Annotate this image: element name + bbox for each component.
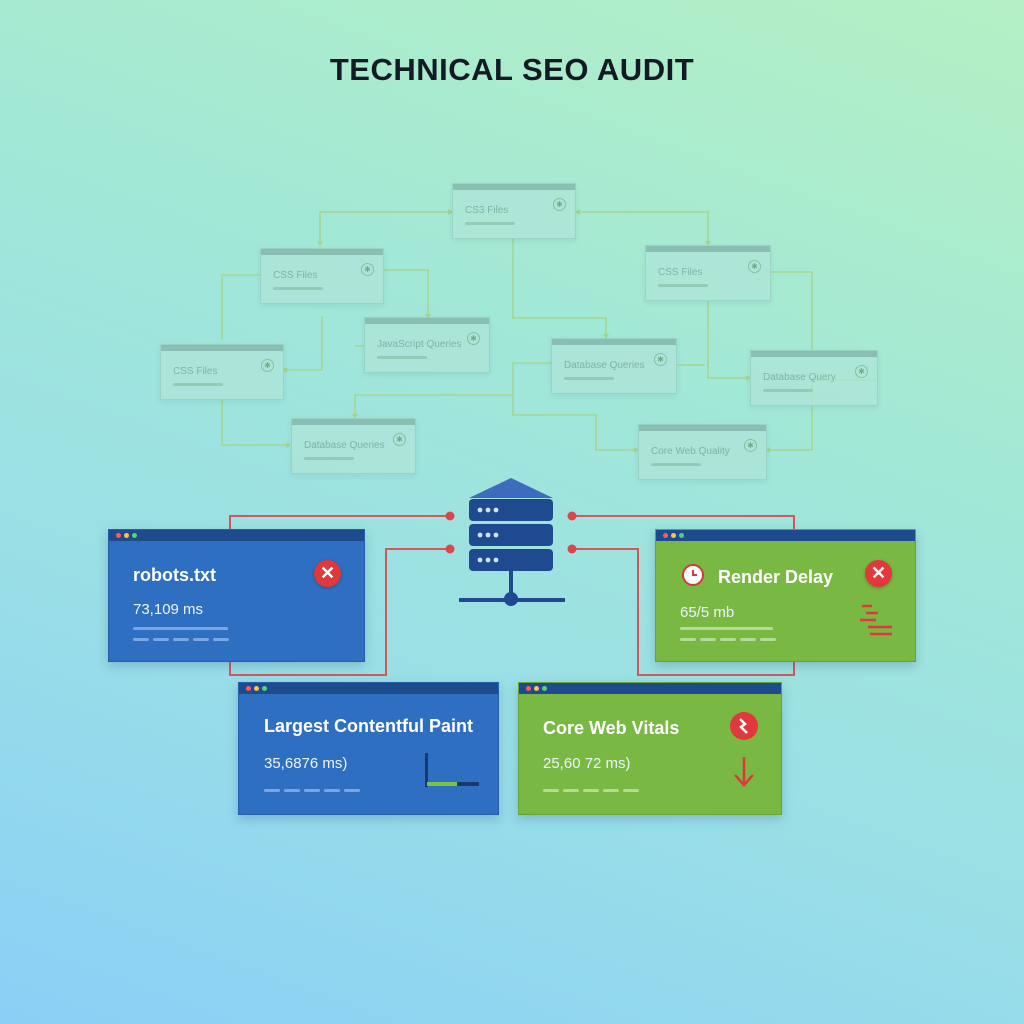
warning-icon[interactable] (730, 712, 758, 740)
core-web-vitals-card[interactable]: Core Web Vitals 25,60 72 ms) (518, 682, 782, 815)
lcp-value: 35,6876 ms) (264, 755, 348, 772)
gear-icon: ✱ (654, 353, 667, 366)
ghost-node: CS3 Files ✱ (452, 183, 576, 239)
ghost-node: CSS Files ✱ (645, 245, 771, 301)
ghost-node: Core Web Quality ✱ (638, 424, 767, 480)
core-web-vitals-title: Core Web Vitals (543, 718, 680, 738)
server-icon (459, 478, 565, 606)
gear-icon: ✱ (393, 433, 406, 446)
bar-chart-icon (860, 604, 892, 636)
gear-icon: ✱ (855, 365, 868, 378)
core-web-vitals-value: 25,60 72 ms) (543, 755, 631, 772)
lcp-title: Largest Contentful Paint (264, 716, 474, 736)
page-title: TECHNICAL SEO AUDIT (329, 52, 695, 87)
robots-value: 73,109 ms (133, 601, 204, 618)
ghost-node: Database Queries ✱ (551, 338, 677, 394)
gear-icon: ✱ (553, 198, 566, 211)
lcp-card[interactable]: Largest Contentful Paint 35,6876 ms) (238, 682, 499, 815)
gear-icon: ✱ (261, 359, 274, 372)
gear-icon: ✱ (361, 263, 374, 276)
bar-chart-icon (425, 753, 479, 787)
render-delay-card[interactable]: Render Delay 65/5 mb ✕ (655, 529, 916, 662)
ghost-node: JavaScript Queries ✱ (364, 317, 490, 373)
gear-icon: ✱ (748, 260, 761, 273)
clock-icon (682, 564, 704, 586)
ghost-node: Database Query ✱ (750, 350, 878, 406)
render-delay-title: Render Delay (718, 567, 834, 587)
robots-title: robots.txt (133, 565, 216, 585)
ghost-node: CSS Files ✱ (160, 344, 284, 400)
ghost-node: CSS Files ✱ (260, 248, 384, 304)
robots-card[interactable]: robots.txt 73,109 ms ✕ (108, 529, 365, 662)
ghost-node: Database Queries ✱ (291, 418, 416, 474)
render-delay-value: 65/5 mb (680, 604, 735, 621)
gear-icon: ✱ (467, 332, 480, 345)
close-icon[interactable]: ✕ (314, 560, 341, 587)
gear-icon: ✱ (744, 439, 757, 452)
close-icon[interactable]: ✕ (865, 560, 892, 587)
arrow-down-icon (734, 757, 754, 787)
